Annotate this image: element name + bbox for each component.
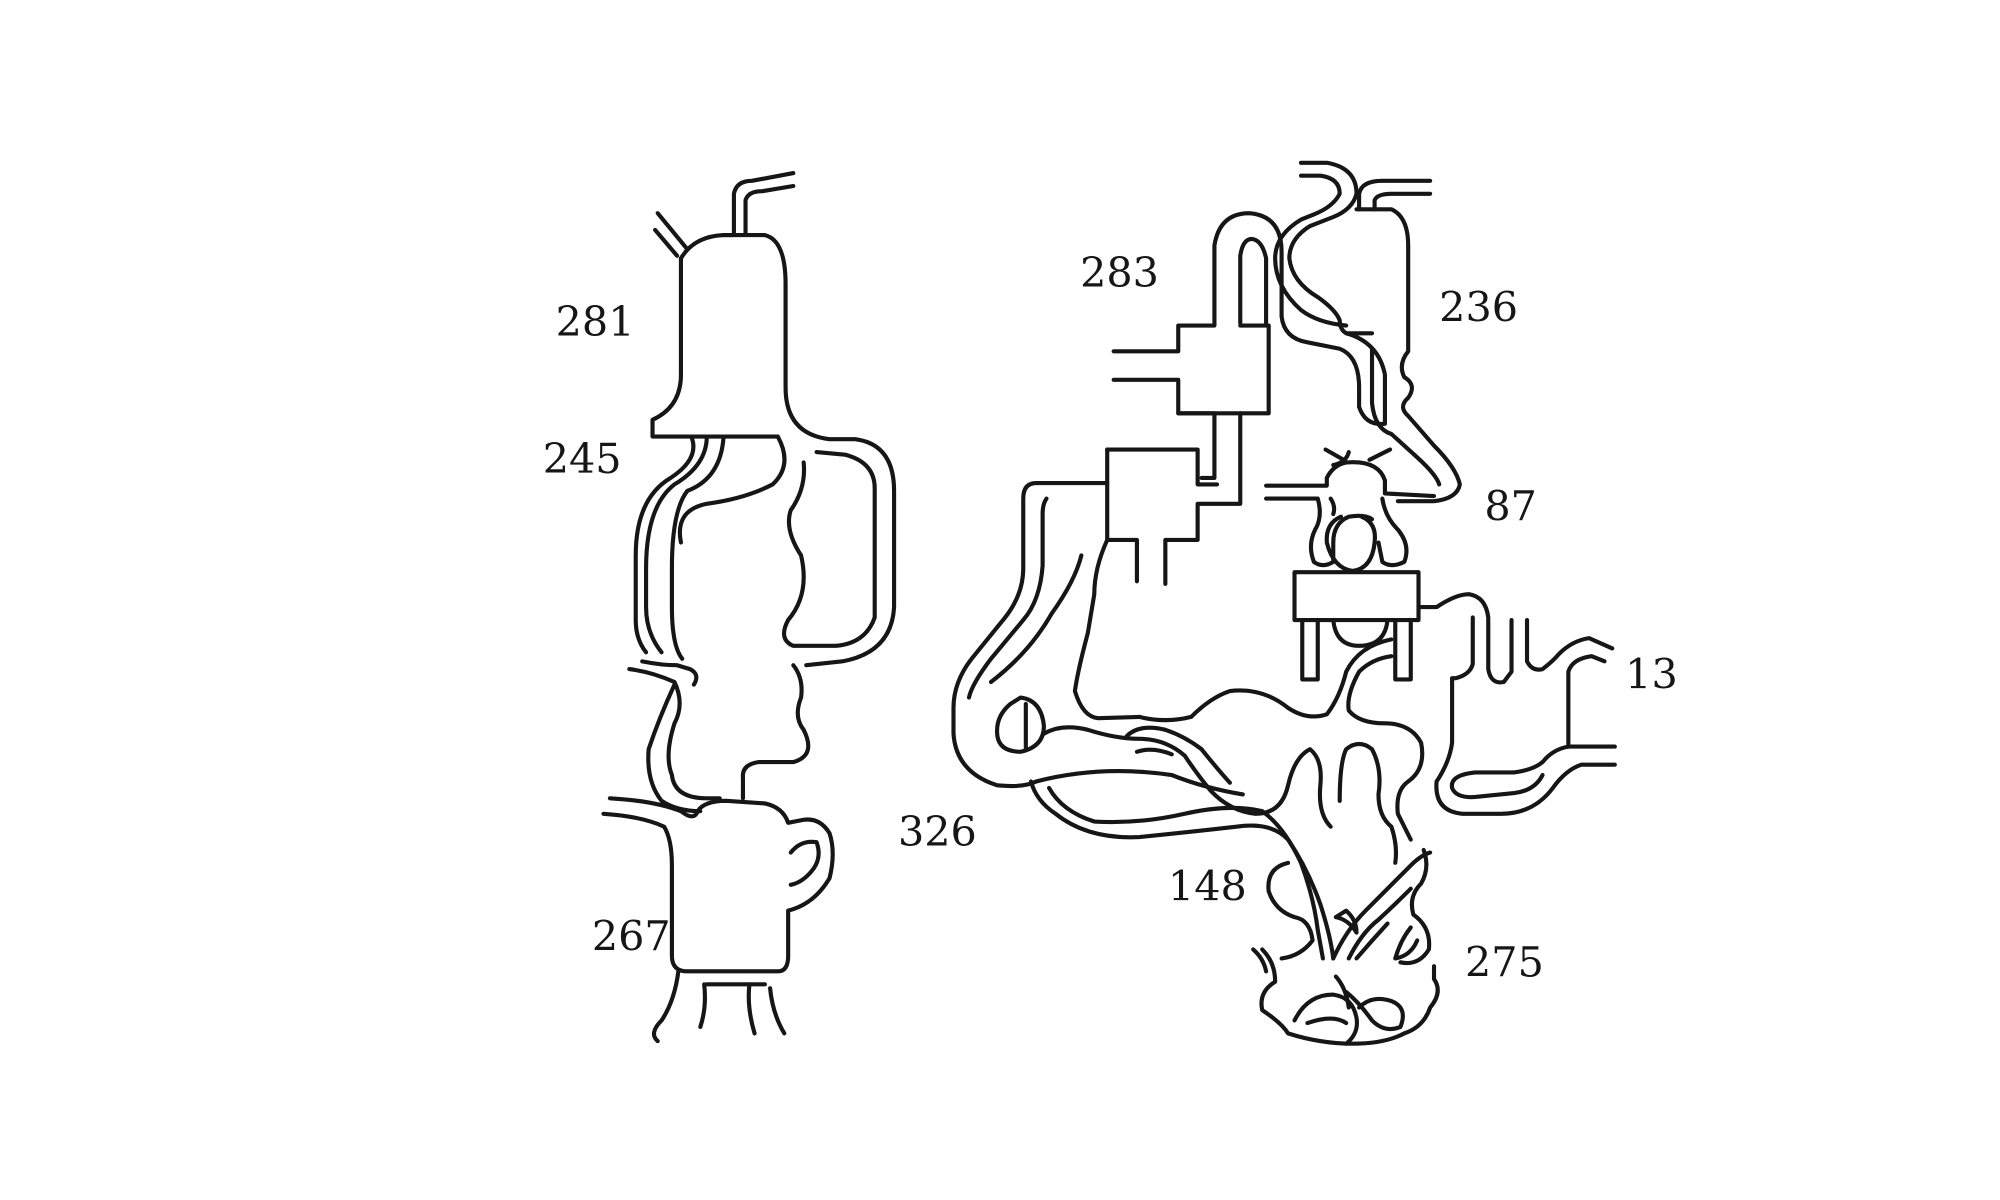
part-87	[1264, 447, 1437, 682]
label-275: 275	[1465, 939, 1544, 987]
part-275	[1251, 847, 1440, 1046]
part-245	[627, 434, 877, 814]
part-236	[1273, 160, 1462, 504]
label-13: 13	[1625, 650, 1678, 698]
part-326	[994, 637, 1425, 865]
right-assembly	[951, 160, 1617, 1046]
label-148: 148	[1168, 862, 1247, 910]
label-87: 87	[1484, 483, 1537, 531]
part-13	[1416, 592, 1617, 816]
part-148	[1028, 779, 1336, 961]
part-281	[650, 171, 897, 668]
part-283	[951, 211, 1387, 789]
label-281: 281	[556, 298, 635, 346]
reference-labels: 281 245 267 326 283 236 87 13 148 275	[543, 249, 1678, 987]
left-assembly	[601, 171, 897, 1044]
label-326: 326	[898, 808, 977, 856]
label-267: 267	[592, 913, 671, 961]
part-267	[601, 796, 835, 1044]
label-245: 245	[543, 435, 622, 483]
label-283: 283	[1080, 249, 1159, 297]
label-236: 236	[1439, 284, 1518, 332]
